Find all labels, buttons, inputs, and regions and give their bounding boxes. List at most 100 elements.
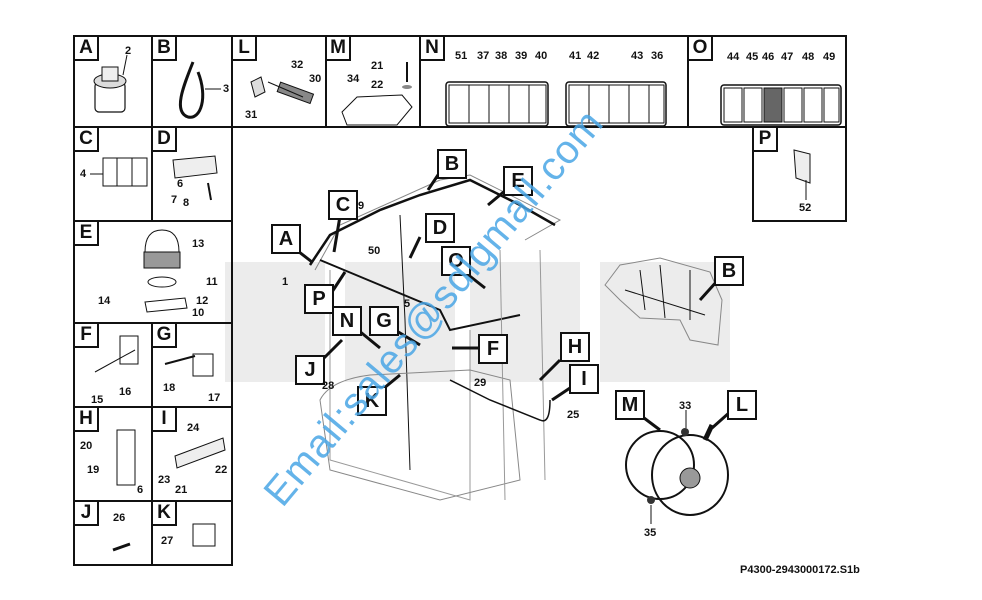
bracket-icon	[172, 155, 218, 201]
panel-letter: H	[73, 406, 99, 432]
part-number: 52	[799, 202, 812, 214]
socket-icon	[793, 149, 811, 200]
part-number: 12	[196, 295, 209, 307]
switch-icon	[250, 76, 315, 105]
switch-panel-icon	[720, 84, 842, 126]
callout-o: O	[441, 246, 471, 276]
callout-b: B	[437, 149, 467, 179]
callout-g: G	[369, 306, 399, 336]
part-number: 17	[208, 392, 221, 404]
part-number: 28	[322, 380, 335, 392]
relay-icon	[192, 523, 216, 547]
part-number: 11	[206, 276, 218, 288]
callout-dashboard-b: B	[714, 256, 744, 286]
drawing-number: P4300-2943000172.S1b	[740, 564, 860, 576]
part-number: 36	[651, 50, 664, 62]
panel-letter: G	[151, 322, 177, 348]
part-number: 1	[282, 276, 289, 288]
part-number: 21	[371, 60, 384, 72]
part-number: 14	[98, 295, 111, 307]
panel-letter: F	[73, 322, 99, 348]
part-number: 6	[177, 178, 184, 190]
part-number: 25	[567, 409, 580, 421]
part-number: 5	[404, 298, 411, 310]
part-number: 3	[223, 83, 230, 95]
terminal-block-icon	[174, 437, 226, 469]
part-number: 49	[823, 51, 836, 63]
part-number: 38	[495, 50, 508, 62]
part-number: 35	[644, 527, 657, 539]
part-number: 41	[569, 50, 582, 62]
callout-p: P	[304, 284, 334, 314]
panel-letter: O	[687, 35, 713, 61]
part-number: 23	[158, 474, 171, 486]
panel-letter: A	[73, 35, 99, 61]
part-number: 16	[119, 386, 132, 398]
part-number: 18	[163, 382, 176, 394]
panel-letter: C	[73, 126, 99, 152]
part-number: 15	[91, 394, 104, 406]
module-icon	[90, 157, 148, 187]
panel-e: E 13 11 14 12 10	[73, 220, 233, 324]
fuse-holder-icon	[116, 429, 136, 486]
panel-letter: I	[151, 406, 177, 432]
callout-d: D	[425, 213, 455, 243]
part-number: 7	[171, 194, 178, 206]
part-number: 31	[245, 109, 258, 121]
callout-i: I	[569, 364, 599, 394]
callout-k: K	[357, 386, 387, 416]
part-number: 21	[175, 484, 188, 496]
switch-panel-icon	[445, 81, 667, 127]
part-number: 43	[631, 50, 644, 62]
relay-icon	[94, 335, 139, 373]
beacon-icon	[143, 229, 188, 313]
panel-letter: P	[752, 126, 778, 152]
part-number: 20	[80, 440, 93, 452]
panel-letter: L	[231, 35, 257, 61]
callout-h: H	[560, 332, 590, 362]
panel-letter: M	[325, 35, 351, 61]
part-number: 44	[727, 51, 740, 63]
part-number: 19	[87, 464, 100, 476]
part-number: 8	[183, 197, 190, 209]
connector-icon	[93, 54, 128, 113]
panel-c: C 4	[73, 126, 153, 222]
callout-e: E	[503, 166, 533, 196]
part-number: 50	[368, 245, 381, 257]
bolt-icon	[112, 542, 131, 552]
part-number: 51	[455, 50, 468, 62]
watermark-block	[600, 262, 730, 382]
panel-letter: K	[151, 500, 177, 526]
part-number: 48	[802, 51, 815, 63]
part-number: 6	[137, 484, 144, 496]
callout-n: N	[332, 306, 362, 336]
part-number: 27	[161, 535, 174, 547]
callout-l: L	[727, 390, 757, 420]
part-number: 22	[371, 79, 384, 91]
part-number: 45	[746, 51, 759, 63]
cable-tie-icon	[178, 61, 221, 119]
watermark-block	[345, 262, 455, 382]
panel-k: K 27	[151, 500, 233, 566]
part-number: 42	[587, 50, 600, 62]
part-number: 46	[762, 51, 775, 63]
callout-f: F	[478, 334, 508, 364]
part-number: 24	[187, 422, 200, 434]
part-number: 13	[192, 238, 205, 250]
part-number: 30	[309, 73, 322, 85]
panel-l: L 32 30 31	[231, 35, 327, 128]
panel-letter: E	[73, 220, 99, 246]
panel-letter: N	[419, 35, 445, 61]
part-number: 32	[291, 59, 304, 71]
panel-letter: B	[151, 35, 177, 61]
panel-p: P 52	[752, 126, 847, 222]
part-number: 22	[215, 464, 228, 476]
relay-icon	[164, 353, 214, 377]
part-number: 40	[535, 50, 548, 62]
part-number: 33	[679, 400, 692, 412]
callout-c: C	[328, 190, 358, 220]
part-number: 2	[125, 45, 132, 57]
part-number: 29	[474, 377, 487, 389]
part-number: 47	[781, 51, 794, 63]
